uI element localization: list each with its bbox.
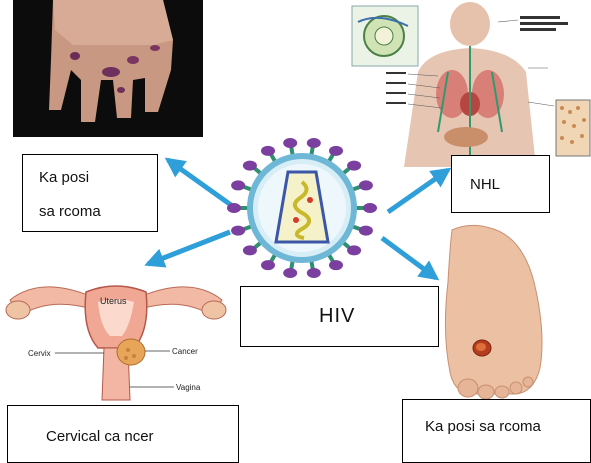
virus-spike xyxy=(347,245,361,255)
virus-spike xyxy=(261,146,275,156)
virus-spike xyxy=(283,268,297,278)
virus-spike xyxy=(283,138,297,148)
virus-spike xyxy=(227,203,241,213)
virus-spike xyxy=(363,203,377,213)
cervical-cancer-box: Cervical ca ncer xyxy=(7,405,239,463)
virus-spike xyxy=(307,138,321,148)
kaposi-sarcoma-box-bottom: Ka posi sa rcoma xyxy=(402,399,591,463)
virus-spike xyxy=(347,161,361,171)
virus-spike xyxy=(329,260,343,270)
virus-spike xyxy=(261,260,275,270)
virus-spike xyxy=(329,146,343,156)
hiv-box: HIV xyxy=(240,286,439,347)
virus-spike xyxy=(359,226,373,236)
hiv-label: HIV xyxy=(319,305,355,328)
virus-spike xyxy=(243,245,257,255)
cervical-label: Cervical ca ncer xyxy=(46,428,154,445)
virus-spike xyxy=(231,226,245,236)
virus-spike xyxy=(307,268,321,278)
virus-spike xyxy=(359,180,373,190)
arrow-to-nhl xyxy=(388,170,448,212)
kaposi-bottom-label: Ka posi sa rcoma xyxy=(425,418,541,435)
virus-spike xyxy=(243,161,257,171)
hiv-virus-illustration xyxy=(212,138,392,278)
virus-spike xyxy=(231,180,245,190)
